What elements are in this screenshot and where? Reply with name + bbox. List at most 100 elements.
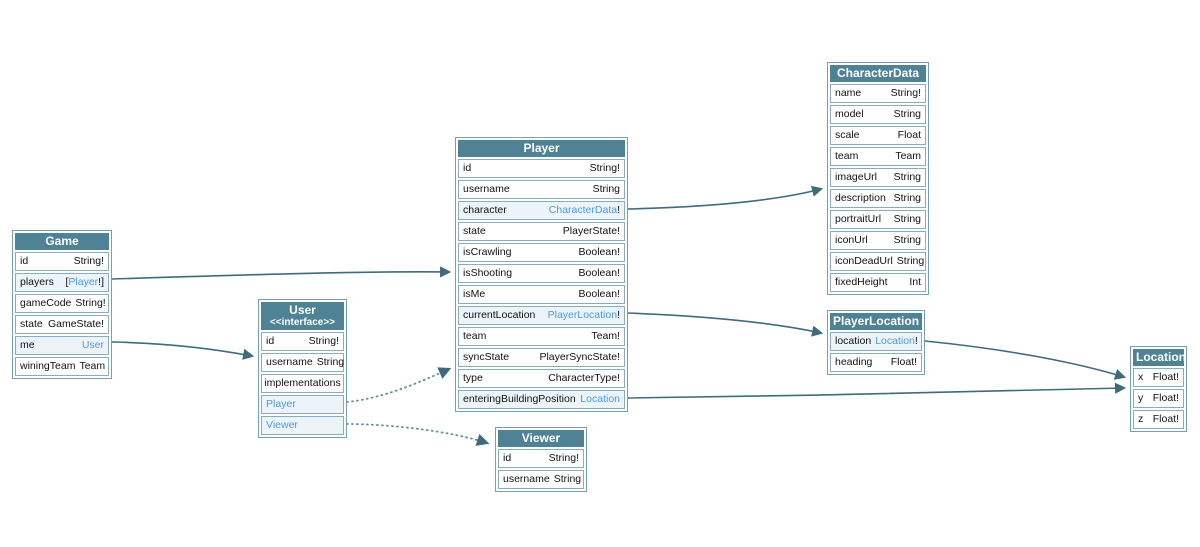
field-type: String [593,183,620,196]
type-text: String [893,234,921,246]
field-name: id [20,255,29,267]
field-type: Boolean! [579,246,620,259]
field-row-enteringBuildingPosition[interactable]: enteringBuildingPosition Location [458,390,625,409]
type-text: GameState! [47,318,104,330]
field-type: String [894,234,921,247]
edge-player-enteringbuildingposition-to-location [626,382,1127,399]
table-title-game[interactable]: Game [15,233,109,250]
type-text: !] [98,276,104,288]
implementation-row-player[interactable]: Player [261,395,344,414]
field-type: PlayerLocation! [548,309,620,322]
field-row-id[interactable]: id String! [458,159,625,178]
table-title-player[interactable]: Player [458,140,625,157]
table-title-playerlocation[interactable]: PlayerLocation [830,313,922,330]
type-text: PlayerSyncState! [539,351,620,363]
implementation-row-viewer[interactable]: Viewer [261,416,344,435]
field-type: Float [898,129,921,142]
type-text: Team [79,360,106,372]
field-row-scale[interactable]: scale Float [830,126,926,145]
type-link-player[interactable]: Player [68,276,99,288]
type-text: [ [65,276,69,288]
field-row-id[interactable]: id String! [498,449,584,468]
type-link-playerlocation[interactable]: PlayerLocation [547,309,618,321]
field-name: id [503,452,512,464]
table-title-location[interactable]: Location [1133,349,1186,366]
type-link-user[interactable]: User [81,339,104,351]
type-text: Boolean! [578,267,620,279]
field-name: imageUrl [835,171,878,183]
implementation-link-viewer[interactable]: Viewer [266,419,298,431]
type-text: Float [897,129,921,141]
field-row-syncState[interactable]: syncState PlayerSyncState! [458,348,625,367]
field-type: String [894,108,921,121]
type-link-location[interactable]: Location [875,335,915,347]
type-text: String [893,213,921,225]
field-row-isShooting[interactable]: isShooting Boolean! [458,264,625,283]
field-name: scale [835,129,860,141]
implementation-link-player[interactable]: Player [266,398,296,410]
edge-player-currentlocation-to-playerlocation [626,312,824,337]
field-type: String! [891,87,921,100]
table-title-text: User [289,303,316,317]
edge-playerlocation-location-to-location [924,340,1127,380]
field-type: String [894,171,921,184]
field-name: enteringBuildingPosition [463,393,576,405]
type-text: String! [589,162,620,174]
field-type: String! [75,297,105,310]
type-link-location[interactable]: Location [580,393,620,405]
type-text: Float! [1152,392,1179,404]
type-link-characterdata[interactable]: CharacterData [548,204,618,216]
field-type: String! [309,335,339,348]
field-name: id [463,162,472,174]
type-text: String! [890,87,921,99]
table-title-user[interactable]: User<<interface>> [261,302,344,330]
table-title-text: CharacterData [836,66,920,80]
field-name: iconUrl [835,234,868,246]
field-name: isShooting [463,267,513,279]
field-name: syncState [463,351,510,363]
table-title-viewer[interactable]: Viewer [498,430,584,447]
field-type: GameState! [48,318,104,331]
edge-player-character-to-characterdata [626,185,824,210]
field-row-iconUrl[interactable]: iconUrl String [830,231,926,250]
field-type: [Player!] [65,276,104,289]
type-text: String [553,473,582,485]
field-type: Team [79,360,105,373]
table-title-characterdata[interactable]: CharacterData [830,65,926,82]
field-name: username [266,356,313,368]
table-title-text: Player [523,141,560,155]
field-row-imageUrl[interactable]: imageUrl String [830,168,926,187]
field-row-players[interactable]: players[Player!] [15,273,109,292]
type-text: CharacterType! [548,372,620,384]
field-type: String! [549,452,579,465]
